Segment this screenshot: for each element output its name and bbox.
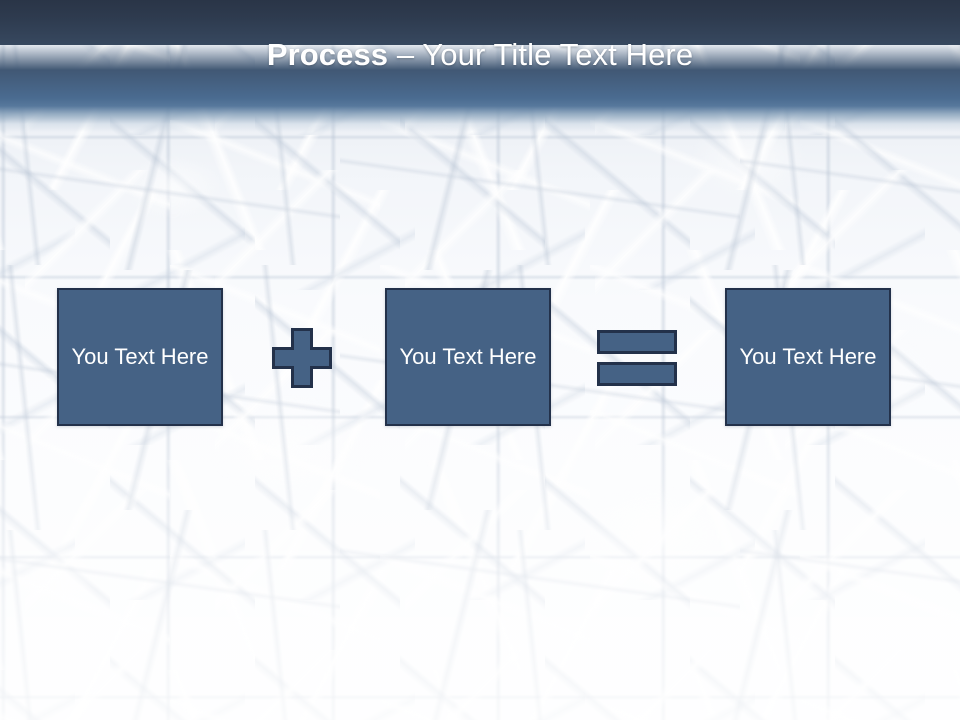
header-banner	[0, 0, 960, 132]
process-step-label-1: You Text Here	[71, 344, 209, 369]
process-step-box-1[interactable]: You Text Here	[57, 288, 223, 426]
background-bottom-fade	[0, 380, 960, 720]
page-title-strong: Process	[266, 36, 389, 72]
process-step-box-3[interactable]: You Text Here	[725, 288, 891, 426]
page-title-rest: – Your Title Text Here	[388, 36, 694, 72]
process-step-label-3: You Text Here	[739, 344, 877, 369]
equals-icon	[597, 330, 677, 386]
plus-icon	[272, 328, 332, 388]
process-step-box-2[interactable]: You Text Here	[385, 288, 551, 426]
page-title: Process – Your Title Text Here	[0, 0, 960, 108]
process-step-label-2: You Text Here	[399, 344, 537, 369]
